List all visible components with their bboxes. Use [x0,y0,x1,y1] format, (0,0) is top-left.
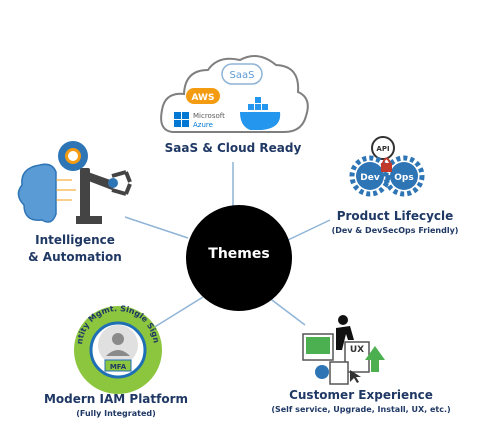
iam-subtitle: (Fully Integrated) [76,409,156,418]
gripper-icon [111,170,132,196]
gears-icon: API Dev Ops [349,136,425,197]
user-icon [112,333,124,345]
lock-icon [381,163,392,172]
customer-experience-icon: UX [302,315,385,385]
cx-title: Customer Experience [289,388,433,402]
saas-box [221,63,263,85]
saas-text: SaaS [230,70,255,81]
ops-text: Ops [394,173,413,183]
connector-product [287,219,331,241]
cx-subtitle: (Self service, Upgrade, Install, UX, etc… [271,405,451,414]
connector-cx [267,296,306,326]
cursor-icon [350,370,361,383]
aws-text: AWS [192,93,215,103]
person-icon [336,315,354,350]
mfa-text: MFA [110,363,127,371]
connector-intelligence [124,216,189,239]
cloud-icon: SaaS AWS Microsoft Azure [160,55,309,133]
aws-badge [186,88,220,104]
connector-iam [152,296,204,329]
brain-icon [17,163,57,223]
product-subtitle: (Dev & DevSecOps Friendly) [331,226,459,235]
docker-icon [240,97,281,130]
saas-title: SaaS & Cloud Ready [164,141,302,155]
dev-text: Dev [360,173,380,183]
iam-title: Modern IAM Platform [43,392,189,406]
azure-line2: Azure [193,121,213,129]
upgrade-arrow-icon [365,346,385,372]
mfa-box [104,359,132,372]
center-label: Themes [208,246,270,262]
api-text: API [376,145,389,153]
product-title: Product Lifecycle [336,209,454,223]
intelligence-title-line2: & Automation [28,250,122,264]
ai-robot-icon [17,141,132,224]
intelligence-title-line1: Intelligence [35,233,115,247]
azure-line1: Microsoft [193,112,225,120]
ux-text: UX [350,345,364,355]
windows-icon [174,112,189,127]
center-circle [186,205,292,311]
